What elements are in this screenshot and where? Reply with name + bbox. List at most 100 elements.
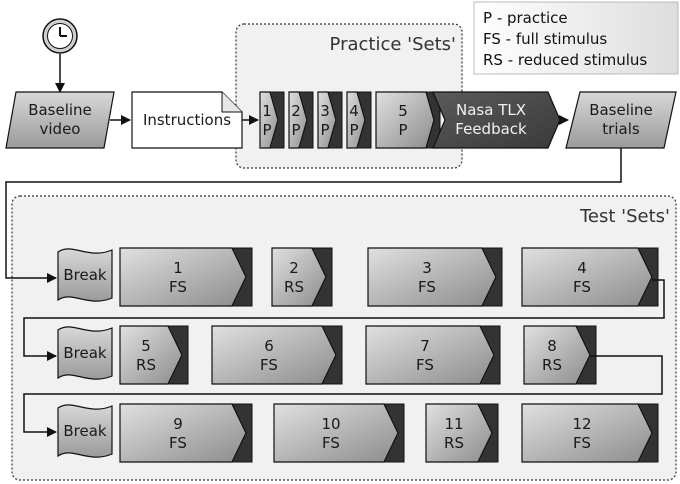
test-set-8-tip <box>575 325 597 385</box>
baseline-trials-label-line1: Baseline <box>589 101 653 119</box>
nasa-tlx-feedback-box <box>432 91 561 149</box>
test-set-8-type: RS <box>542 356 562 374</box>
practice-set-4-tip <box>356 91 372 149</box>
baseline-video-box <box>5 91 115 149</box>
break-3-label: Break <box>63 422 107 440</box>
test-set-3-number: 3 <box>422 259 432 277</box>
practice-set-2-number: 2 <box>291 102 301 120</box>
test-set-1-number: 1 <box>173 259 183 277</box>
baseline-video-label-line2: video <box>40 120 81 138</box>
test-set-6-body <box>211 325 337 385</box>
test-set-7: 7FS <box>365 325 501 385</box>
test-set-4: 4FS <box>521 247 659 307</box>
test-set-1-body <box>119 247 247 307</box>
test-set-2-number: 2 <box>289 259 299 277</box>
test-set-4-tip <box>637 247 659 307</box>
break-2-label: Break <box>63 344 107 362</box>
test-set-3-body <box>367 247 497 307</box>
test-set-9-type: FS <box>169 434 187 452</box>
test-sets-title: Test 'Sets' <box>579 206 670 227</box>
break-2-shape <box>57 326 113 380</box>
practice-set-2: 2P <box>288 91 314 149</box>
test-set-7-body <box>365 325 495 385</box>
test-set-2-type: RS <box>284 278 304 296</box>
practice-set-2-type: P <box>291 121 300 139</box>
practice-set-3-number: 3 <box>320 102 330 120</box>
test-set-3-type: FS <box>418 278 436 296</box>
baseline-trials-label-line2: trials <box>602 120 640 138</box>
break-1-shape <box>57 248 113 302</box>
practice-set-1-tip <box>269 91 285 149</box>
practice-set-3: 3P <box>317 91 343 149</box>
legend-line-practice: P - practice <box>483 9 568 27</box>
test-set-6: 6FS <box>211 325 343 385</box>
test-set-5-number: 5 <box>141 337 151 355</box>
test-set-1: 1FS <box>119 247 253 307</box>
practice-set-5-number: 5 <box>398 102 408 120</box>
test-set-5-type: RS <box>136 356 156 374</box>
practice-set-5-type: P <box>398 121 407 139</box>
test-set-11-type: RS <box>444 434 464 452</box>
test-set-10-body <box>273 403 399 463</box>
practice-sets-title: Practice 'Sets' <box>330 34 456 55</box>
test-set-10-tip <box>383 403 405 463</box>
test-set-6-number: 6 <box>264 337 274 355</box>
break-3: Break <box>57 404 113 458</box>
test-set-10-number: 10 <box>321 415 340 433</box>
test-set-11-tip <box>477 403 499 463</box>
test-set-9-body <box>119 403 247 463</box>
test-set-6-tip <box>321 325 343 385</box>
test-set-1-tip <box>231 247 253 307</box>
break-1-label: Break <box>63 266 107 284</box>
legend-line-reduced-stimulus: RS - reduced stimulus <box>483 51 647 69</box>
test-set-2-tip <box>311 247 333 307</box>
break-3-shape <box>57 404 113 458</box>
practice-set-1-type: P <box>262 121 271 139</box>
test-set-2: 2RS <box>271 247 333 307</box>
test-set-5: 5RS <box>119 325 189 385</box>
connector-row1-to-row2 <box>23 279 665 361</box>
test-set-9-number: 9 <box>173 415 183 433</box>
test-set-4-type: FS <box>573 278 591 296</box>
test-set-12-tip <box>637 403 659 463</box>
test-set-11-number: 11 <box>444 415 463 433</box>
test-set-10-type: FS <box>322 434 340 452</box>
test-set-12-body <box>521 403 653 463</box>
test-set-7-type: FS <box>416 356 434 374</box>
legend-line-full-stimulus: FS - full stimulus <box>483 30 607 48</box>
practice-set-2-tip <box>298 91 314 149</box>
instructions-label: Instructions <box>143 111 231 129</box>
test-set-8: 8RS <box>523 325 597 385</box>
baseline-trials-box <box>565 91 677 149</box>
clock-icon <box>42 18 78 54</box>
test-set-12-type: FS <box>573 434 591 452</box>
practice-set-5: 5P <box>375 91 441 149</box>
test-set-9: 9FS <box>119 403 253 463</box>
test-set-9-tip <box>231 403 253 463</box>
practice-set-3-type: P <box>320 121 329 139</box>
connector-row2-to-row3 <box>23 355 663 437</box>
practice-set-3-tip <box>327 91 343 149</box>
practice-set-1: 1P <box>259 91 285 149</box>
test-set-7-tip <box>479 325 501 385</box>
connector-trials-to-row1 <box>5 148 622 283</box>
test-set-3: 3FS <box>367 247 503 307</box>
test-set-4-number: 4 <box>577 259 587 277</box>
practice-set-4-type: P <box>349 121 358 139</box>
test-set-3-tip <box>481 247 503 307</box>
test-set-8-number: 8 <box>547 337 557 355</box>
test-set-12-number: 12 <box>572 415 591 433</box>
instructions-box <box>131 91 243 149</box>
test-set-5-tip <box>167 325 189 385</box>
nasa-tlx-label-line1: Nasa TLX <box>456 101 526 119</box>
nasa-tlx-label-line2: Feedback <box>455 120 527 138</box>
practice-set-4-number: 4 <box>349 102 359 120</box>
test-set-6-type: FS <box>260 356 278 374</box>
baseline-video-label-line1: Baseline <box>28 101 92 119</box>
